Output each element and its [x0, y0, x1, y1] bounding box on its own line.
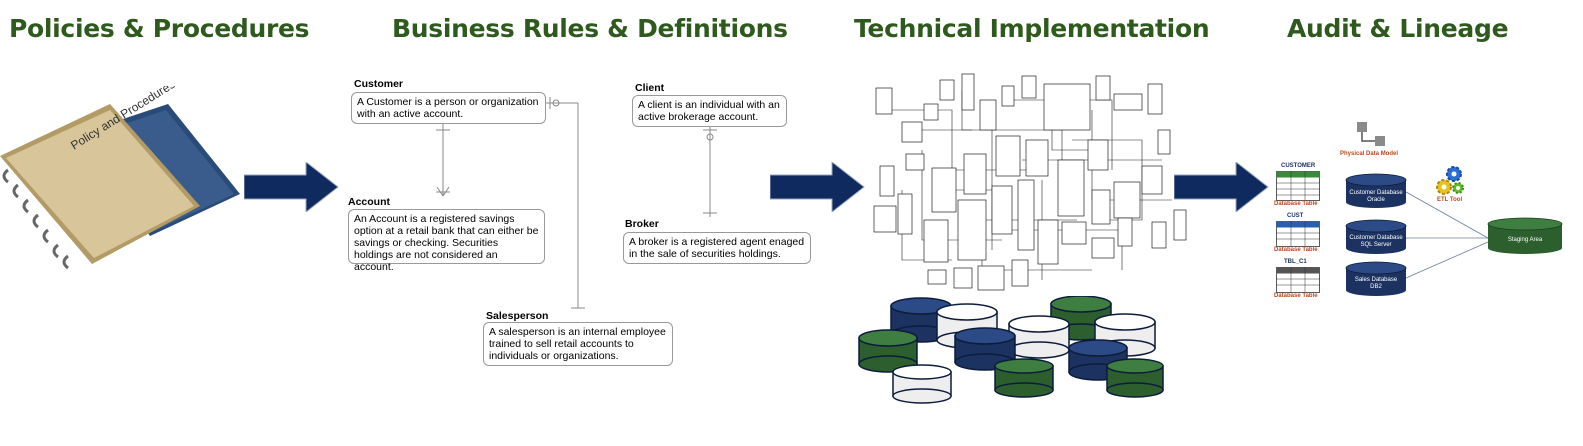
entity-broker-title: Broker: [625, 218, 659, 230]
schema-diagram: [873, 73, 1187, 291]
source-db-sqlserver-line2: SQL Server: [1360, 242, 1391, 248]
entity-broker-definition: A broker is a registered agent enaged in…: [623, 232, 811, 264]
stage-title-policies: Policies & Procedures: [9, 14, 310, 43]
source-db-oracle: Customer Database Oracle: [1345, 173, 1407, 208]
entity-client-title: Client: [635, 82, 665, 94]
table-cust-grid-icon: [1276, 221, 1320, 247]
stage-title-technical: Technical Implementation: [854, 14, 1210, 43]
flow-arrow-3: [1174, 162, 1269, 212]
table-tbl-c1-name: TBL_C1: [1284, 259, 1307, 265]
database-cluster-icon: [858, 296, 1164, 404]
flow-arrow-2: [770, 162, 865, 212]
physical-data-model-label: Physical Data Model: [1340, 151, 1399, 157]
flow-arrow-1: [244, 162, 339, 212]
target-staging-area-label: Staging Area: [1508, 237, 1543, 243]
entity-account-definition: An Account is a registered savings optio…: [348, 209, 545, 273]
source-db-db2: Sales Database DB2: [1345, 261, 1407, 296]
source-db-oracle-line1: Customer Database: [1349, 190, 1403, 196]
lineage-flow: Customer Database Oracle Customer Databa…: [1345, 173, 1563, 296]
source-db-db2-line1: Sales Database: [1355, 277, 1398, 283]
entity-customer-definition: A Customer is a person or organization w…: [351, 92, 546, 124]
table-cust-caption: Database Table: [1274, 247, 1318, 253]
stage-title-audit: Audit & Lineage: [1287, 14, 1509, 43]
entity-customer-title: Customer: [354, 78, 404, 90]
entity-connectors: [436, 97, 717, 309]
entity-salesperson-definition: A salesperson is an internal employee tr…: [483, 322, 673, 366]
entity-account-title: Account: [348, 196, 390, 208]
policy-binder-icon: Policy and Procedures: [0, 86, 240, 270]
etl-tool-label: ETL Tool: [1437, 197, 1463, 203]
table-tbl-c1-grid-icon: [1276, 267, 1320, 293]
table-customer-caption: Database Table: [1274, 201, 1318, 207]
source-db-sqlserver-line1: Customer Database: [1349, 235, 1403, 241]
stage-title-business-rules: Business Rules & Definitions: [392, 14, 788, 43]
entity-salesperson-title: Salesperson: [486, 310, 549, 322]
table-cust-name: CUST: [1287, 213, 1304, 219]
source-db-oracle-line2: Oracle: [1367, 197, 1385, 203]
target-staging-area: Staging Area: [1487, 217, 1563, 254]
physical-data-model-icon: [1357, 122, 1385, 146]
source-db-db2-line2: DB2: [1370, 284, 1382, 290]
entity-client-definition: A client is an individual with an active…: [632, 95, 787, 127]
source-db-sqlserver: Customer Database SQL Server: [1345, 219, 1407, 254]
etl-tool-gears-icon: [1436, 166, 1464, 195]
table-tbl-c1-caption: Database Table: [1274, 293, 1318, 299]
table-customer-grid-icon: [1276, 171, 1320, 201]
table-customer-name: CUSTOMER: [1281, 163, 1316, 169]
